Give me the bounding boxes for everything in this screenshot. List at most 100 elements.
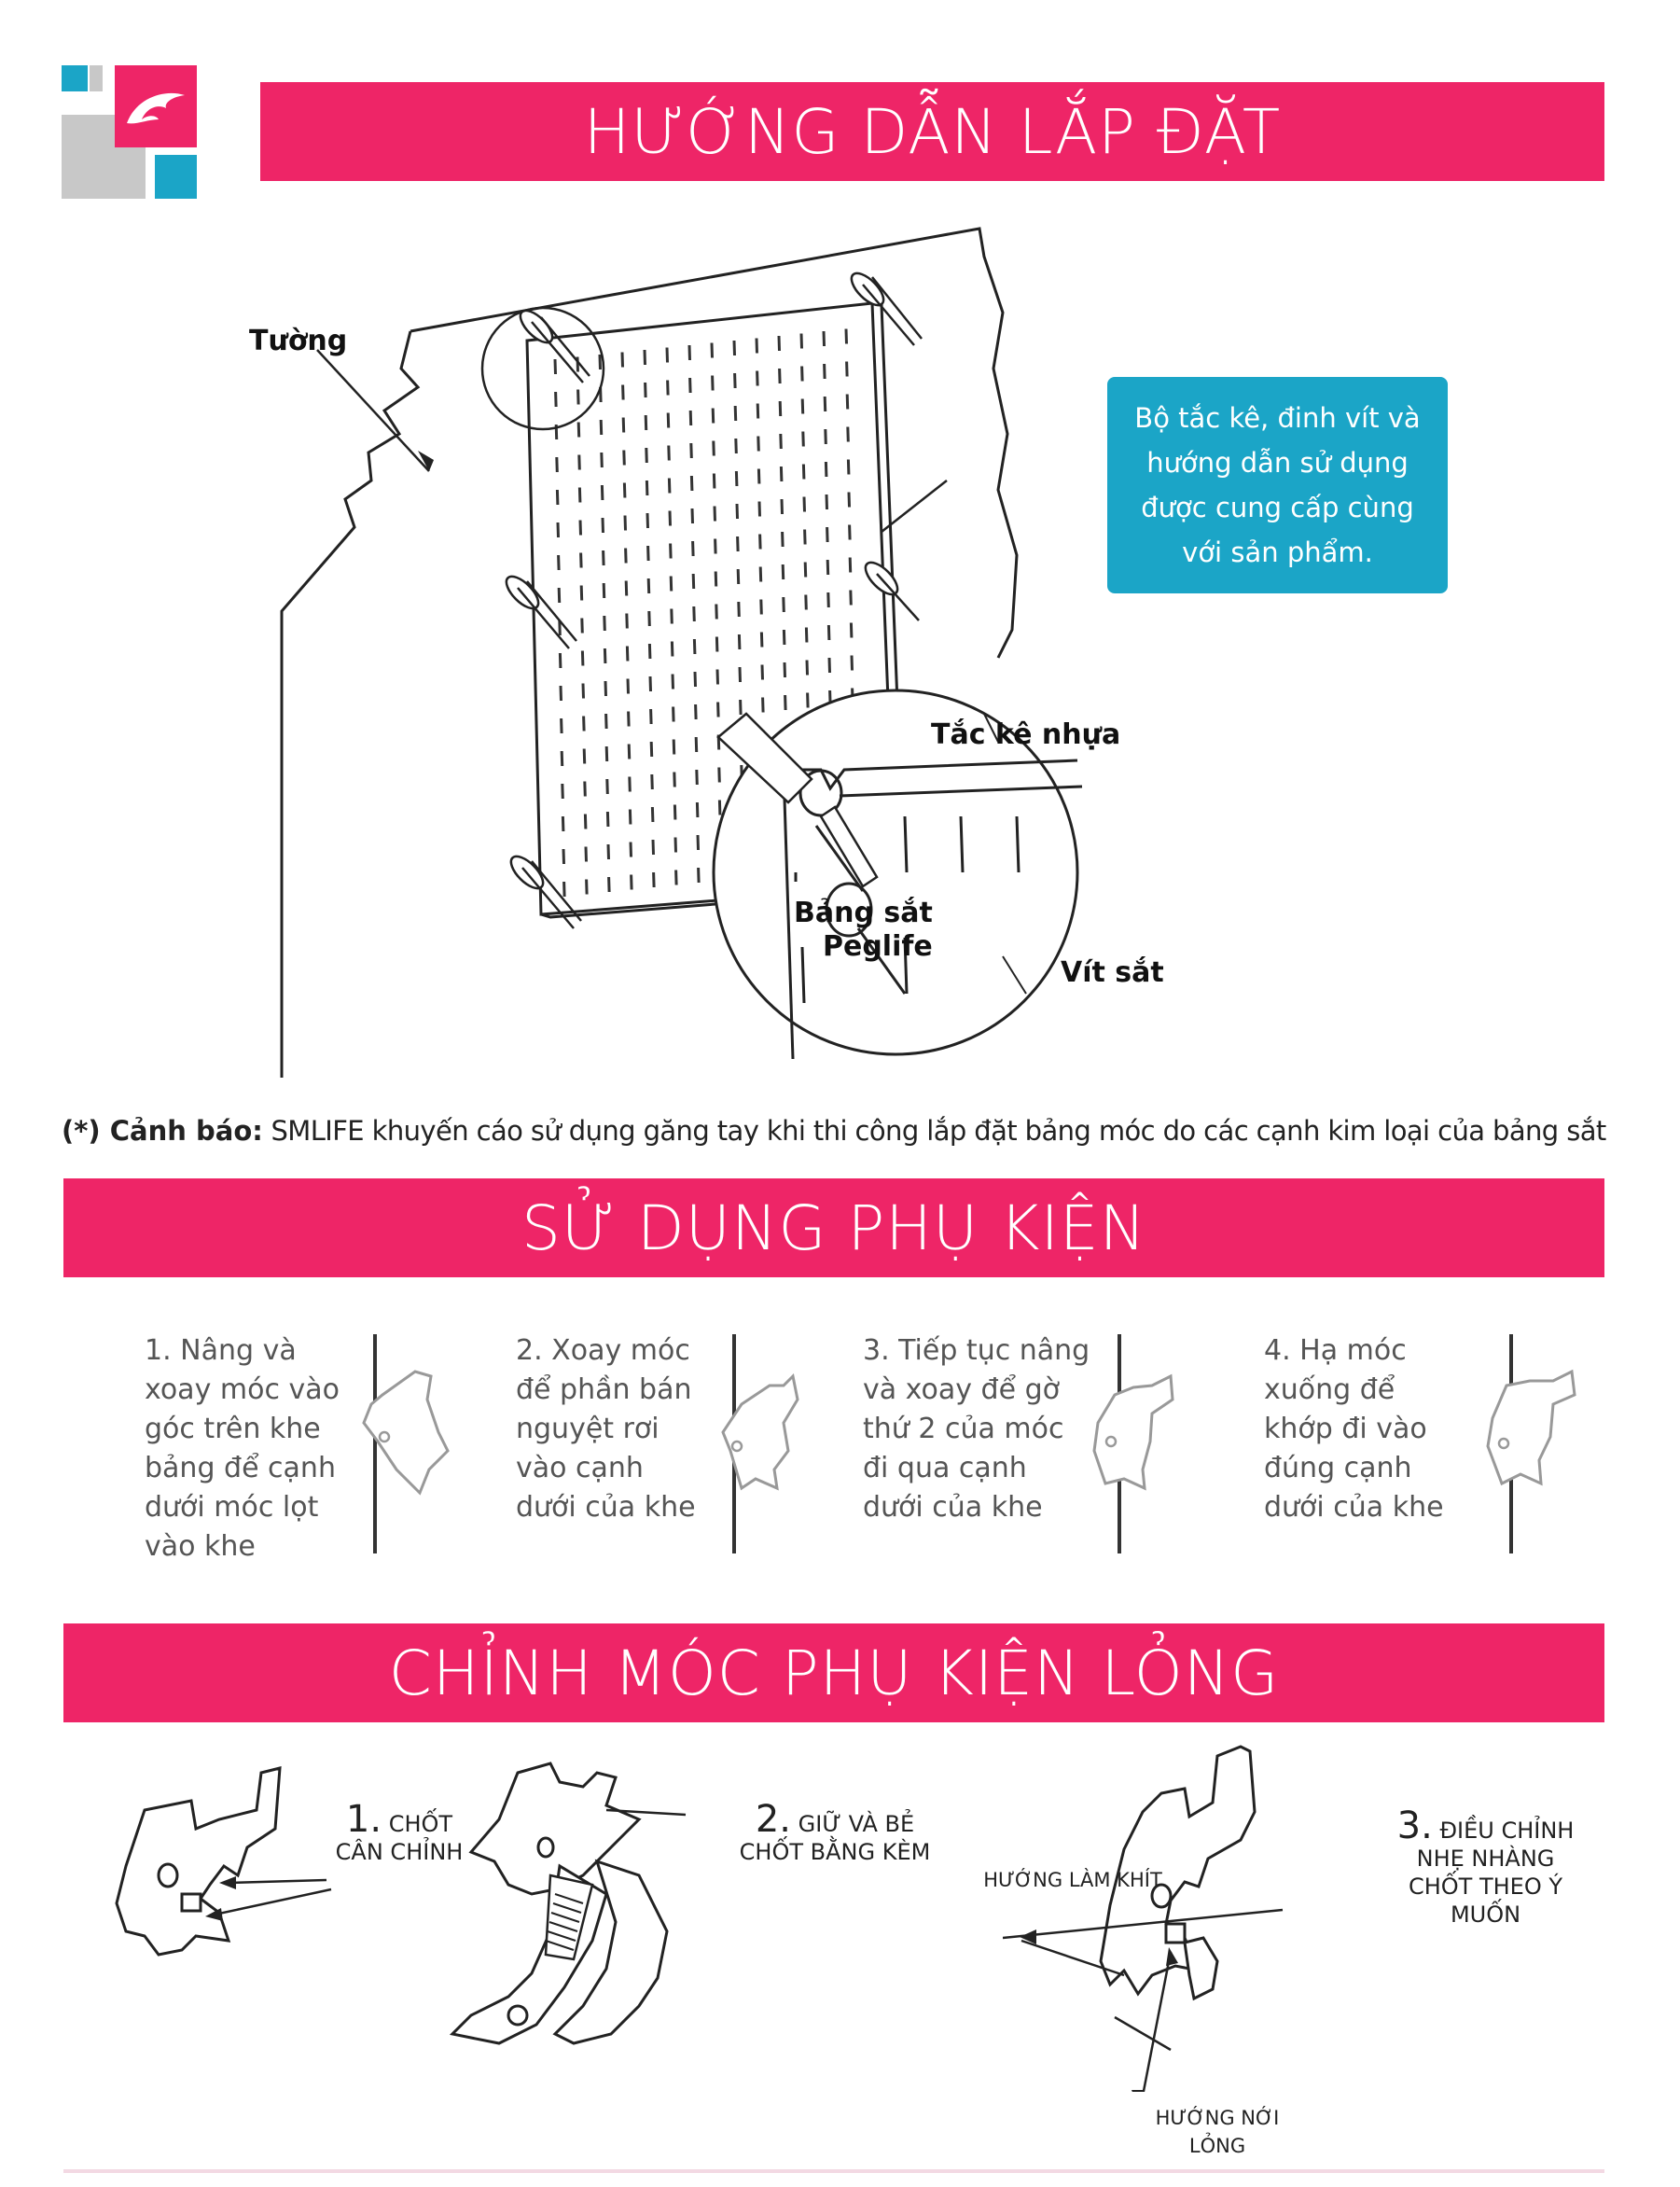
pegboard-slot: [804, 594, 808, 610]
pegboard-slot: [694, 736, 699, 753]
dolphin-icon: [127, 92, 185, 124]
pegboard-slot: [784, 694, 787, 711]
step-line: dưới của khe: [1264, 1491, 1444, 1524]
anchor-label: Tắc kê nhựa: [931, 718, 1121, 751]
pegboard-slot: [826, 526, 829, 543]
pegboard-slot: [826, 559, 830, 576]
step-line: vào cạnh: [516, 1452, 644, 1484]
pegboard-slot: [694, 703, 698, 720]
pegboard-slot: [666, 380, 670, 396]
pegboard-slot: [847, 492, 851, 508]
pegboard-slot: [756, 370, 759, 386]
pegboard-slot: [779, 466, 784, 482]
pegboard-slot: [846, 459, 851, 475]
pegboard-slot: [605, 778, 609, 795]
pegboard-slot: [823, 363, 826, 380]
pegboard-slot: [826, 592, 830, 608]
screw-bottom-left: [509, 855, 582, 929]
step-line: và xoay để gờ: [863, 1373, 1060, 1406]
pegboard-slot: [607, 876, 611, 893]
pegboard-slot: [801, 431, 805, 447]
caption-3-line1: ĐIỀU CHỈNH: [1439, 1818, 1575, 1844]
screw-mid-left: [505, 575, 577, 649]
pegboard-slot: [738, 666, 742, 683]
pegboard-slot: [689, 475, 694, 492]
pegboard-slot: [758, 534, 762, 550]
pegboard-slot: [695, 801, 700, 818]
pegboard-slot: [717, 800, 722, 815]
pegboard-slot: [625, 646, 630, 662]
step-line: nguyệt rơi: [516, 1413, 660, 1445]
pegboard-slot: [668, 510, 672, 526]
pegboard-slot: [845, 361, 849, 377]
pegboard-slot: [827, 657, 831, 674]
pegboard-install-illustration: [280, 227, 1083, 1078]
pegboard-slot: [800, 366, 804, 382]
pegboard-slot: [651, 839, 655, 856]
pegboard-slot: [737, 634, 742, 650]
step-line: đi qua cạnh: [863, 1452, 1027, 1484]
pegboard-slot: [734, 470, 739, 487]
pegboard-slot: [621, 384, 625, 400]
pegboard-slot: [806, 692, 810, 708]
pegboard-slot: [558, 620, 562, 636]
pegboard-slot: [553, 358, 557, 375]
step-line: 2. Xoay móc: [516, 1334, 690, 1367]
board-label-line2: Peglife: [823, 930, 933, 963]
info-box: Bộ tắc kê, đinh vít và hướng dẫn sử dụng…: [1107, 377, 1448, 593]
step-2-text: 2. Xoay móc để phần bán nguyệt rơi vào c…: [516, 1331, 696, 1527]
adjust-section-header: CHỈNH MÓC PHỤ KIỆN LỎNG: [63, 1623, 1604, 1722]
adjust-title: CHỈNH MÓC PHỤ KIỆN LỎNG: [388, 1637, 1280, 1709]
hook-step-2-icon: [721, 1334, 799, 1553]
pegboard-slot: [673, 804, 677, 820]
pegboard-slot: [557, 554, 561, 571]
pegboard-slot: [736, 536, 740, 552]
step-1-text: 1. Nâng và xoay móc vào góc trên khe bản…: [145, 1331, 340, 1567]
wall-outline: [410, 227, 1019, 659]
pegboard-slot: [849, 622, 854, 638]
pegboard-slot: [736, 568, 741, 585]
brand-logo: [62, 65, 197, 199]
pegboard-slot: [556, 522, 560, 538]
pegboard-slot: [576, 422, 581, 438]
loose-label-line2: LỎNG: [1188, 2135, 1246, 2157]
pegboard-slot: [800, 398, 805, 414]
pegboard-slot: [803, 562, 808, 578]
pegboard-slot: [669, 543, 673, 559]
pegboard-slot: [691, 540, 695, 557]
caption-1-line2: CÂN CHỈNH: [335, 1839, 464, 1865]
pegboard-slot: [712, 440, 715, 456]
adjust-caption-2: 2. GIỮ VÀ BẺ CHỐT BẰNG KÈM: [728, 1801, 942, 1866]
pegboard-slot: [715, 604, 718, 620]
hook-step-3-icon: [1092, 1334, 1174, 1553]
pegboard-slot: [600, 484, 604, 501]
pegboard-slot: [562, 881, 566, 898]
pegboard-slot: [687, 344, 691, 361]
install-title: HƯỚNG DẪN LẮP ĐẶT: [583, 95, 1282, 168]
fit-direction-label: HƯỚNG LÀM KHÍT: [983, 1869, 1162, 1891]
screw-mid-right: [864, 561, 920, 621]
pegboard-slot: [712, 473, 716, 489]
pegboard-slot: [667, 478, 672, 494]
pegboard-slot: [558, 652, 562, 669]
step-line: xoay móc vào: [145, 1373, 340, 1406]
step-line: 3. Tiếp tục nâng: [863, 1334, 1090, 1367]
pegboard-slot: [711, 408, 715, 424]
step-line: dưới của khe: [863, 1491, 1043, 1524]
info-line: với sản phẩm.: [1182, 536, 1373, 568]
pegboard-slot: [649, 708, 653, 725]
pegboard-slot: [628, 809, 632, 825]
pegboard-slot: [778, 400, 783, 417]
pegboard-slot: [646, 545, 650, 562]
pegboard-slot: [669, 576, 673, 592]
pegboard-slot: [717, 767, 721, 783]
pegboard-slot: [649, 741, 654, 758]
pegboard-slot: [600, 452, 604, 468]
detail-highlight-circle: [480, 306, 605, 431]
pegboard-slot: [555, 456, 559, 473]
pegboard-slot: [848, 557, 853, 573]
step-line: 1. Nâng và: [145, 1334, 297, 1367]
pegboard-slot: [578, 520, 582, 536]
pegboard-slot: [605, 811, 610, 828]
pegboard-slot: [825, 494, 828, 510]
